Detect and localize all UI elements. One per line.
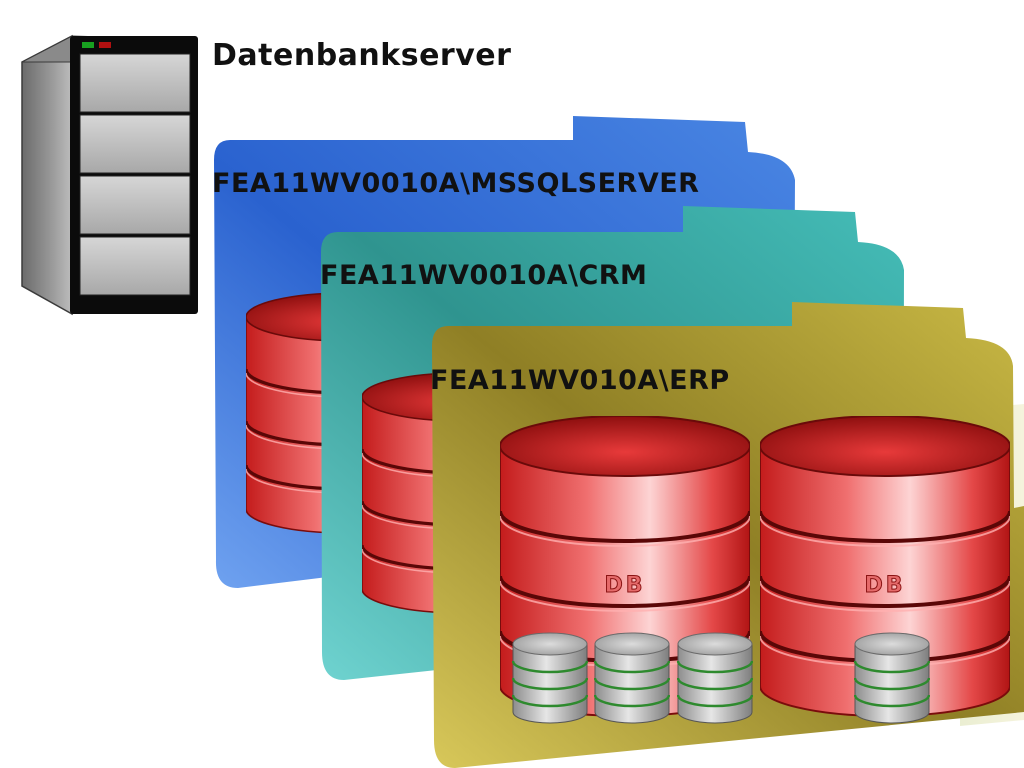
db-cylinder-2: DB — [760, 416, 1010, 718]
disk-stack-icon — [854, 632, 930, 724]
instance-label-mssqlserver: FEA11WV0010A\MSSQLSERVER — [212, 168, 700, 199]
db-label-2: DB — [864, 573, 905, 598]
instance-label-erp: FEA11WV010A\ERP — [430, 365, 730, 396]
disk-stack-icon — [677, 632, 753, 724]
disk-stack-icon — [594, 632, 670, 724]
power-led-green — [82, 42, 94, 48]
db-label-1: DB — [604, 573, 645, 598]
server-tower-icon — [21, 34, 198, 316]
instance-label-crm: FEA11WV0010A\CRM — [320, 260, 648, 291]
server-title: Datenbankserver — [212, 38, 512, 73]
db-cylinder-1: DB — [500, 416, 750, 718]
disk-stack-icon — [512, 632, 588, 724]
power-led-red — [99, 42, 111, 48]
